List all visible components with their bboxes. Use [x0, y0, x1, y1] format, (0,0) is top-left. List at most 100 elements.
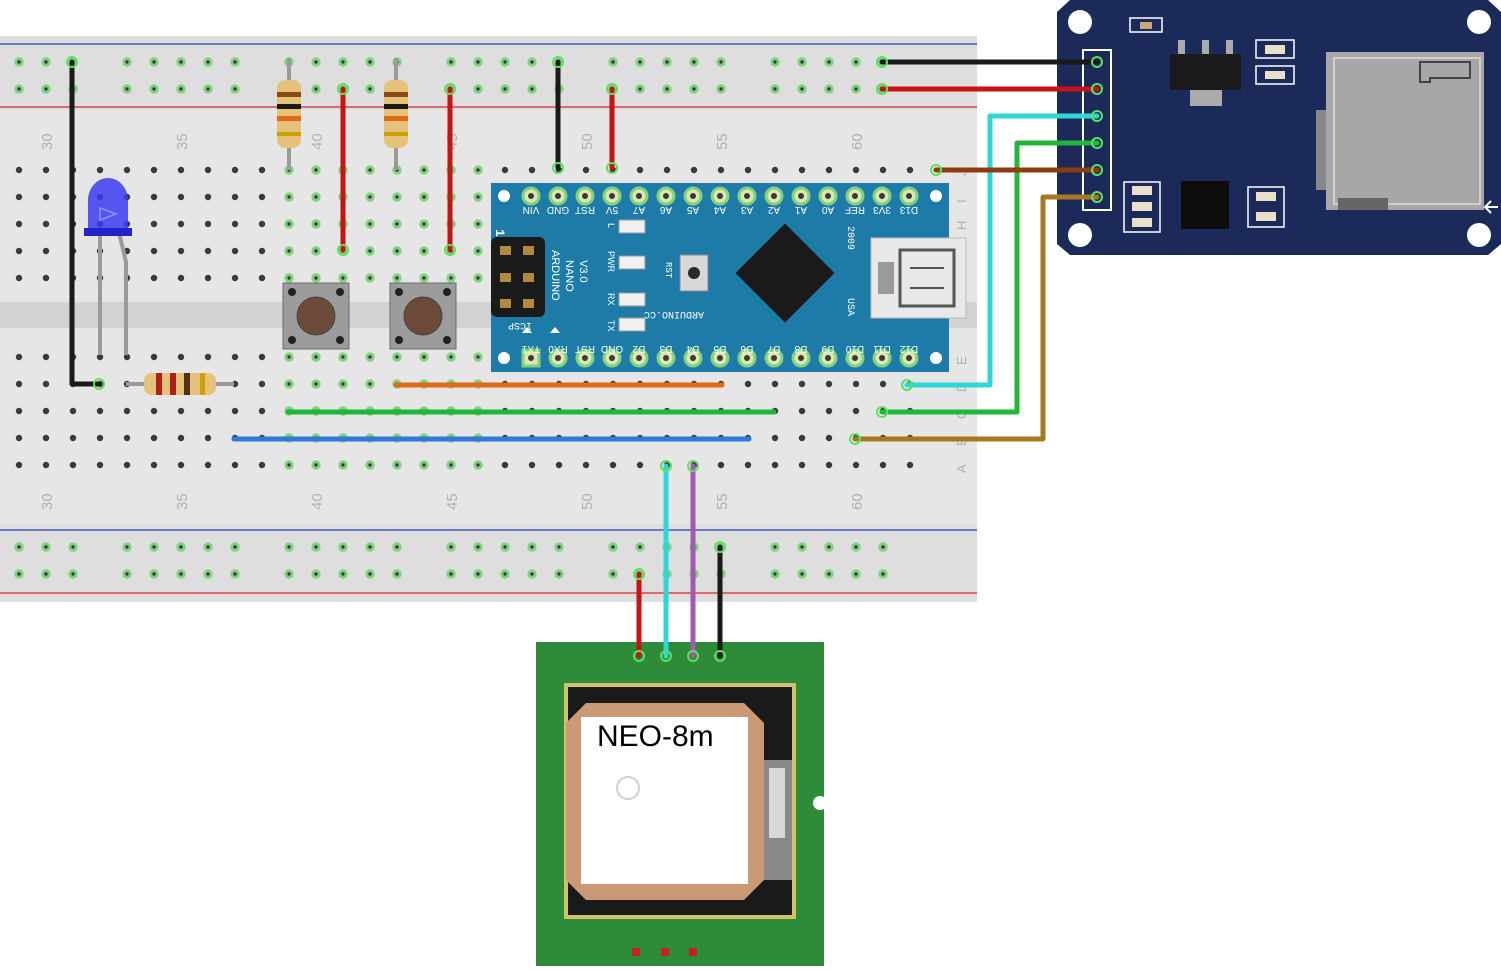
breadboard-hole[interactable]	[446, 352, 456, 362]
breadboard-hole[interactable]	[311, 219, 321, 229]
breadboard-hole[interactable]	[231, 193, 239, 201]
breadboard-hole[interactable]	[906, 166, 914, 174]
breadboard-hole[interactable]	[446, 460, 456, 470]
breadboard-hole[interactable]	[825, 407, 833, 415]
breadboard-hole[interactable]	[473, 84, 483, 94]
breadboard-hole[interactable]	[852, 380, 860, 388]
breadboard-hole[interactable]	[284, 569, 294, 579]
breadboard-hole[interactable]	[311, 192, 321, 202]
breadboard-hole[interactable]	[15, 274, 23, 282]
breadboard-hole[interactable]	[68, 542, 78, 552]
breadboard-hole[interactable]	[798, 166, 806, 174]
breadboard-hole[interactable]	[258, 247, 266, 255]
breadboard-hole[interactable]	[230, 84, 240, 94]
breadboard-hole[interactable]	[311, 542, 321, 552]
breadboard-hole[interactable]	[284, 379, 294, 389]
breadboard-hole[interactable]	[14, 542, 24, 552]
breadboard-hole[interactable]	[554, 542, 564, 552]
breadboard-hole[interactable]	[582, 166, 590, 174]
breadboard-hole[interactable]	[608, 542, 618, 552]
breadboard-hole[interactable]	[311, 84, 321, 94]
breadboard-hole[interactable]	[177, 461, 185, 469]
breadboard-hole[interactable]	[365, 569, 375, 579]
breadboard-hole[interactable]	[123, 166, 131, 174]
breadboard-hole[interactable]	[68, 569, 78, 579]
breadboard-hole[interactable]	[41, 542, 51, 552]
breadboard-hole[interactable]	[878, 569, 888, 579]
breadboard-hole[interactable]	[446, 57, 456, 67]
breadboard-hole[interactable]	[69, 461, 77, 469]
reset-button[interactable]: RST	[663, 254, 709, 292]
breadboard-hole[interactable]	[150, 274, 158, 282]
breadboard-hole[interactable]	[177, 353, 185, 361]
breadboard-hole[interactable]	[176, 542, 186, 552]
breadboard-hole[interactable]	[96, 461, 104, 469]
breadboard-hole[interactable]	[797, 84, 807, 94]
breadboard-hole[interactable]	[15, 461, 23, 469]
breadboard-hole[interactable]	[122, 542, 132, 552]
breadboard-hole[interactable]	[635, 542, 645, 552]
breadboard-hole[interactable]	[582, 461, 590, 469]
breadboard-hole[interactable]	[392, 460, 402, 470]
breadboard-hole[interactable]	[338, 542, 348, 552]
breadboard-hole[interactable]	[662, 57, 672, 67]
breadboard-hole[interactable]	[744, 380, 752, 388]
breadboard-hole[interactable]	[15, 407, 23, 415]
breadboard-hole[interactable]	[473, 542, 483, 552]
breadboard-hole[interactable]	[42, 166, 50, 174]
breadboard-hole[interactable]	[122, 569, 132, 579]
breadboard-hole[interactable]	[122, 57, 132, 67]
breadboard-hole[interactable]	[311, 569, 321, 579]
breadboard-hole[interactable]	[149, 57, 159, 67]
breadboard-hole[interactable]	[177, 274, 185, 282]
breadboard-hole[interactable]	[231, 166, 239, 174]
breadboard-hole[interactable]	[123, 407, 131, 415]
breadboard-hole[interactable]	[609, 461, 617, 469]
breadboard-hole[interactable]	[879, 380, 887, 388]
breadboard-hole[interactable]	[284, 542, 294, 552]
breadboard-hole[interactable]	[500, 57, 510, 67]
breadboard-hole[interactable]	[96, 353, 104, 361]
breadboard-hole[interactable]	[231, 461, 239, 469]
breadboard-hole[interactable]	[824, 84, 834, 94]
breadboard-hole[interactable]	[716, 57, 726, 67]
breadboard-hole[interactable]	[338, 460, 348, 470]
breadboard-hole[interactable]	[338, 569, 348, 579]
breadboard-hole[interactable]	[825, 166, 833, 174]
breadboard-hole[interactable]	[879, 166, 887, 174]
breadboard-hole[interactable]	[635, 84, 645, 94]
breadboard-hole[interactable]	[231, 247, 239, 255]
breadboard-hole[interactable]	[690, 166, 698, 174]
breadboard-hole[interactable]	[419, 246, 429, 256]
breadboard-hole[interactable]	[231, 407, 239, 415]
breadboard-hole[interactable]	[176, 84, 186, 94]
breadboard-hole[interactable]	[177, 247, 185, 255]
usb-connector-icon[interactable]	[870, 237, 967, 319]
breadboard-hole[interactable]	[15, 247, 23, 255]
arduino-nano[interactable]: VIN GND RST 5V A7 A6 A5 A4 A3 A2 A1 A0 R…	[491, 183, 967, 372]
breadboard-hole[interactable]	[878, 542, 888, 552]
breadboard-hole[interactable]	[419, 219, 429, 229]
breadboard-hole[interactable]	[392, 192, 402, 202]
breadboard-hole[interactable]	[419, 460, 429, 470]
breadboard-hole[interactable]	[42, 353, 50, 361]
breadboard-hole[interactable]	[473, 246, 483, 256]
breadboard-hole[interactable]	[446, 569, 456, 579]
breadboard-hole[interactable]	[392, 219, 402, 229]
breadboard-hole[interactable]	[258, 380, 266, 388]
breadboard-hole[interactable]	[662, 84, 672, 94]
breadboard-hole[interactable]	[150, 247, 158, 255]
breadboard-hole[interactable]	[204, 461, 212, 469]
breadboard-hole[interactable]	[473, 165, 483, 175]
breadboard-hole[interactable]	[258, 353, 266, 361]
breadboard-hole[interactable]	[825, 380, 833, 388]
breadboard-hole[interactable]	[365, 246, 375, 256]
breadboard-hole[interactable]	[42, 247, 50, 255]
breadboard-hole[interactable]	[419, 352, 429, 362]
breadboard-hole[interactable]	[608, 57, 618, 67]
breadboard-hole[interactable]	[554, 569, 564, 579]
breadboard-hole[interactable]	[284, 219, 294, 229]
breadboard-hole[interactable]	[906, 461, 914, 469]
breadboard-hole[interactable]	[797, 57, 807, 67]
breadboard-hole[interactable]	[150, 193, 158, 201]
